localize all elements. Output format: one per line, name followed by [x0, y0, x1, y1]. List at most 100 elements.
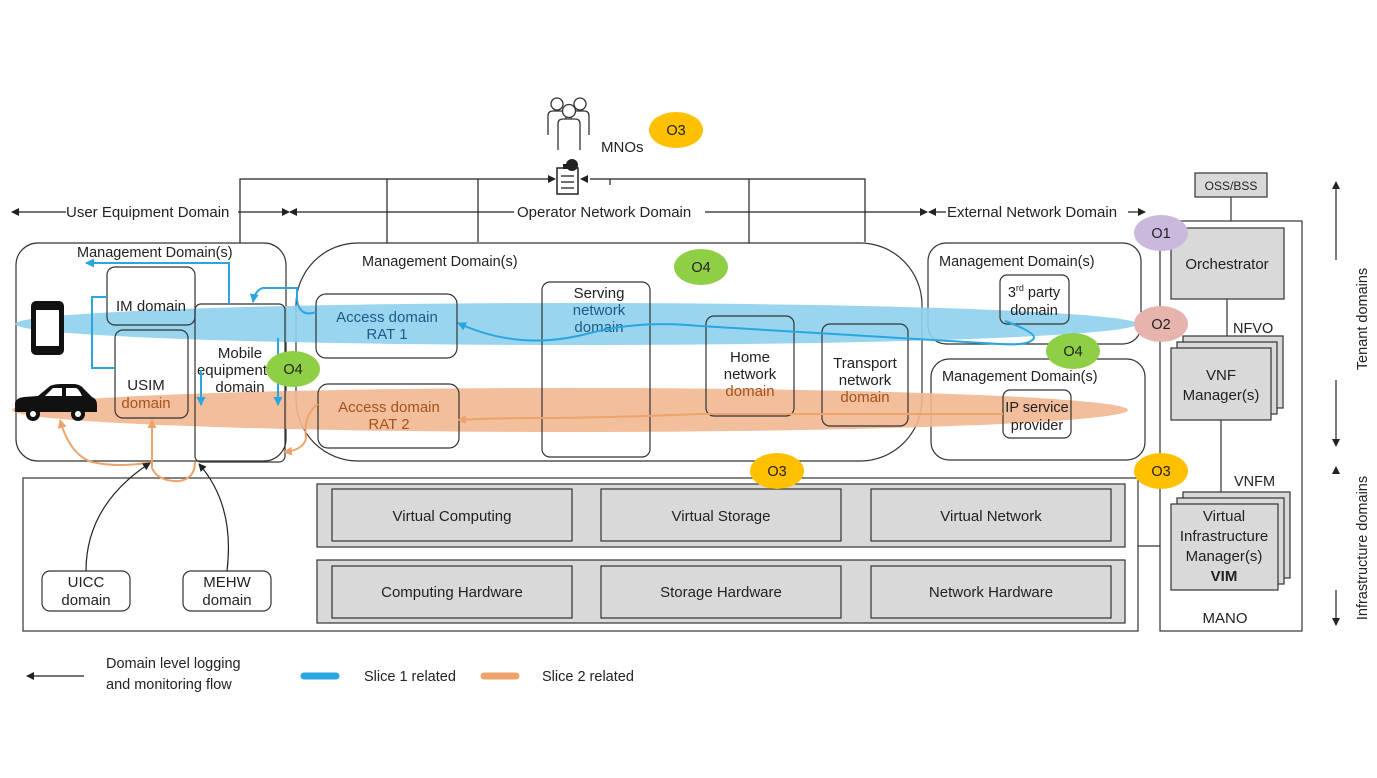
third-party-domain-box[interactable]	[999, 274, 1070, 325]
virtual-network-label: Virtual Network	[940, 508, 1042, 525]
vim-label-1: Virtual	[1203, 508, 1245, 525]
ip-service-label-1: IP service	[1005, 400, 1068, 416]
mobile-equipment-label-2: equipment	[197, 362, 268, 379]
storage-hardware-box[interactable]	[600, 565, 842, 619]
virtual-network-box[interactable]	[870, 488, 1112, 542]
serving-label-1: Serving	[574, 285, 625, 302]
usim-label: USIM	[127, 377, 165, 394]
badge-o4-operator: O4	[674, 249, 728, 285]
oss-bss-box[interactable]	[1194, 172, 1268, 198]
legend-flow-label-1: Domain level logging	[106, 656, 241, 672]
badge-o4-external: O4	[1046, 333, 1100, 369]
mehw-label-1: MEHW	[203, 574, 251, 591]
computing-hardware-label: Computing Hardware	[381, 584, 523, 601]
usim-domain-box[interactable]	[114, 329, 189, 419]
badge-o3-infra-text: O3	[767, 464, 786, 480]
legend-slice1-label: Slice 1 related	[364, 669, 456, 685]
access-rat1-label-1: Access domain	[336, 309, 438, 326]
third-party-word: party	[1024, 285, 1061, 301]
serving-network-box[interactable]	[541, 281, 651, 458]
vnf-manager-box[interactable]	[1170, 347, 1272, 421]
badge-o2: O2	[1134, 306, 1188, 342]
vim-box[interactable]	[1170, 503, 1279, 591]
operator-network-domain-label: Operator Network Domain	[517, 204, 691, 221]
virtual-computing-box[interactable]	[331, 488, 573, 542]
home-label-2: network	[724, 366, 777, 383]
badge-o1-text: O1	[1151, 226, 1170, 242]
home-label-3: domain	[725, 383, 774, 400]
virtual-storage-label: Virtual Storage	[672, 508, 771, 525]
network-hardware-label: Network Hardware	[929, 584, 1053, 601]
legend-slice2-label: Slice 2 related	[542, 669, 634, 685]
access-domain-rat1-box[interactable]	[315, 293, 458, 359]
nfvo-label: NFVO	[1233, 321, 1273, 337]
im-domain-label: IM domain	[116, 298, 186, 315]
ue-management-label: Management Domain(s)	[77, 245, 233, 261]
mehw-to-mobile-arrow	[198, 463, 230, 572]
mno-people-icon	[547, 97, 590, 150]
vim-label-3: Manager(s)	[1186, 548, 1263, 565]
computing-hardware-box[interactable]	[331, 565, 573, 619]
uicc-label-2: domain	[61, 592, 110, 609]
mehw-label-2: domain	[202, 592, 251, 609]
mano-label: MANO	[1203, 610, 1248, 627]
badge-o3-mnos: O3	[649, 112, 703, 148]
admin-clipboard-icon	[556, 159, 579, 195]
user-equipment-domain-label: User Equipment Domain	[66, 204, 229, 221]
oss-bss-label: OSS/BSS	[1205, 179, 1258, 193]
access-rat2-label-1: Access domain	[338, 399, 440, 416]
mobile-equipment-label-3: domain	[215, 379, 264, 396]
mobile-phone-icon	[31, 301, 64, 355]
uicc-to-usim-arrow	[85, 462, 151, 572]
transport-network-box[interactable]	[821, 323, 909, 427]
access-rat1-label-2: RAT 1	[366, 326, 407, 343]
infrastructure-domains-label: Infrastructure domains	[1355, 476, 1371, 620]
transport-label-3: domain	[840, 389, 889, 406]
slice1-flow-external-to-access	[457, 320, 1035, 346]
badge-o4-external-text: O4	[1063, 344, 1082, 360]
vim-label-2: Infrastructure	[1180, 528, 1268, 545]
badge-o4-operator-text: O4	[691, 260, 710, 276]
mnos-label: MNOs	[601, 139, 644, 156]
ext-management-label-1: Management Domain(s)	[939, 254, 1095, 270]
transport-label-2: network	[839, 372, 892, 389]
vim-label-4: VIM	[1211, 568, 1238, 585]
slice-2-band	[12, 388, 1128, 432]
ext-management-label-2: Management Domain(s)	[942, 369, 1098, 385]
badge-o3-mano-text: O3	[1151, 464, 1170, 480]
tenant-domains-label: Tenant domains	[1355, 268, 1371, 370]
badge-o1: O1	[1134, 215, 1188, 251]
storage-hardware-label: Storage Hardware	[660, 584, 782, 601]
badge-o3-mano: O3	[1134, 453, 1188, 489]
legend-flow-label-2: and monitoring flow	[106, 677, 232, 693]
uicc-label-1: UICC	[68, 574, 105, 591]
orchestrator-box[interactable]	[1170, 227, 1285, 300]
operator-management-label: Management Domain(s)	[362, 254, 518, 270]
virtual-computing-label: Virtual Computing	[393, 508, 512, 525]
badge-o3-mnos-text: O3	[666, 123, 685, 139]
badge-o4-ue-text: O4	[283, 362, 302, 378]
serving-label-2: network	[573, 302, 626, 319]
usim-domain-label: domain	[121, 395, 170, 412]
mobile-equipment-label-1: Mobile	[218, 345, 262, 362]
vnf-label-1: VNF	[1206, 367, 1236, 384]
home-label-1: Home	[730, 349, 770, 366]
transport-label-1: Transport	[833, 355, 897, 372]
slice2-flow-access-to-ue	[283, 403, 319, 456]
network-hardware-box[interactable]	[870, 565, 1112, 619]
badge-o3-infra: O3	[750, 453, 804, 489]
ip-service-label-2: provider	[1011, 418, 1064, 434]
car-icon	[15, 384, 97, 421]
slice2-flow-ip-to-access	[457, 413, 1003, 424]
badge-o4-ue: O4	[266, 351, 320, 387]
orchestrator-label: Orchestrator	[1185, 256, 1268, 273]
virtual-storage-box[interactable]	[600, 488, 842, 542]
badge-o2-text: O2	[1151, 317, 1170, 333]
serving-label-3: domain	[574, 319, 623, 336]
third-party-sup: rd	[1016, 283, 1024, 293]
vnfm-label: VNFM	[1234, 474, 1275, 490]
home-network-box[interactable]	[705, 315, 795, 417]
external-network-domain-label: External Network Domain	[947, 204, 1117, 221]
ue-slice2-flows	[57, 419, 196, 483]
